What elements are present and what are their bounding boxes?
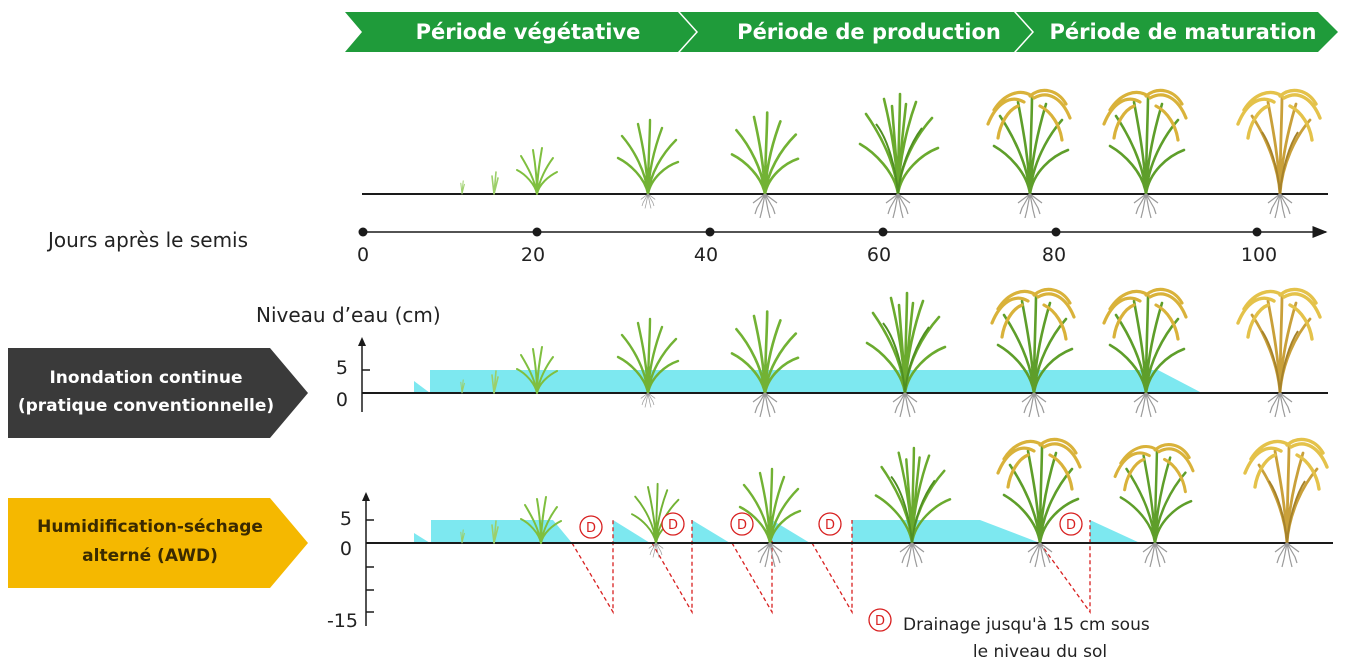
svg-text:D: D bbox=[875, 614, 885, 629]
awd-subtitle: alterné (AWD) bbox=[82, 546, 218, 566]
drain-marker: D bbox=[579, 515, 603, 539]
awd-water-small bbox=[414, 533, 430, 543]
ripening-plant-icon bbox=[1102, 287, 1188, 418]
timeline-tick-0: 0 bbox=[357, 244, 369, 266]
awd-water-1 bbox=[431, 520, 572, 543]
awd-water-3 bbox=[692, 520, 730, 543]
drain-marker: D bbox=[661, 512, 685, 536]
ripening-plant-icon bbox=[1102, 88, 1188, 219]
tillering-plant-icon bbox=[730, 111, 800, 219]
phase-maturation-arrow bbox=[1016, 12, 1338, 52]
legend-line-2: le niveau du sol bbox=[973, 642, 1107, 662]
timeline-dot bbox=[532, 227, 542, 237]
drainage-legend: D Drainage jusqu'à 15 cm sous le niveau … bbox=[868, 608, 1150, 662]
awd-water-6 bbox=[1090, 520, 1140, 543]
ripening-plant-icon bbox=[1113, 443, 1195, 568]
timeline: Jours après le semis 0 20 40 60 80 100 bbox=[46, 226, 1328, 266]
svg-text:D: D bbox=[586, 521, 596, 536]
awd-water-2 bbox=[613, 520, 650, 543]
phase-production-arrow bbox=[680, 12, 1032, 52]
tillering-plant-icon bbox=[730, 310, 800, 418]
drain-marker: D bbox=[1059, 512, 1083, 536]
phase-production-label: Période de production bbox=[737, 20, 1001, 44]
awd-water-5 bbox=[852, 520, 1040, 543]
timeline-tick-20: 20 bbox=[521, 244, 545, 266]
continuous-flooding-box bbox=[8, 348, 308, 438]
drain-marker: D bbox=[818, 512, 842, 536]
timeline-dot bbox=[705, 227, 715, 237]
timeline-tick-60: 60 bbox=[867, 244, 891, 266]
legend-line-1: Drainage jusqu'à 15 cm sous bbox=[903, 615, 1150, 635]
flowering-plant-icon bbox=[874, 446, 952, 568]
timeline-dot bbox=[878, 227, 888, 237]
flowering-plant-icon bbox=[858, 92, 940, 219]
timeline-tick-80: 80 bbox=[1042, 244, 1066, 266]
awd-title: Humidification-séchage bbox=[37, 517, 263, 537]
timeline-tick-100: 100 bbox=[1241, 244, 1277, 266]
seedling-icon bbox=[491, 171, 499, 195]
svg-text:D: D bbox=[1066, 518, 1076, 533]
timeline-label: Jours après le semis bbox=[46, 228, 248, 252]
tillering-plant-icon bbox=[616, 317, 680, 408]
awd-water-4 bbox=[772, 520, 810, 543]
continuous-water-small bbox=[414, 381, 430, 393]
phase-vegetative-arrow bbox=[345, 12, 696, 52]
mature-plant-icon bbox=[1243, 437, 1329, 568]
awd-y-axis-arrow bbox=[362, 492, 370, 501]
awd-row: Humidification-séchage alterné (AWD) 5 0… bbox=[8, 437, 1333, 632]
legend-drain-marker: D bbox=[868, 608, 892, 632]
timeline-tick-40: 40 bbox=[694, 244, 718, 266]
mature-plant-icon bbox=[1236, 287, 1322, 418]
continuous-flooding-title: Inondation continue bbox=[49, 368, 242, 388]
phase-banner: Période végétative Période de production… bbox=[345, 12, 1338, 52]
svg-text:D: D bbox=[668, 518, 678, 533]
phase-vegetative-label: Période végétative bbox=[416, 20, 641, 44]
awd-box bbox=[8, 498, 308, 588]
continuous-tick-0: 0 bbox=[336, 389, 348, 411]
timeline-dot bbox=[1252, 227, 1262, 237]
water-level-axis-label: Niveau d’eau (cm) bbox=[256, 303, 441, 327]
seedling-icon bbox=[460, 180, 465, 195]
mature-plant-icon bbox=[1236, 88, 1322, 219]
timeline-dot bbox=[1051, 227, 1061, 237]
continuous-flooding-subtitle: (pratique conventionnelle) bbox=[18, 396, 274, 416]
ripening-plant-icon bbox=[996, 437, 1082, 568]
svg-text:D: D bbox=[825, 518, 835, 533]
continuous-flooding-row: Inondation continue (pratique convention… bbox=[8, 287, 1328, 438]
young-plant-icon bbox=[516, 147, 558, 195]
continuous-tick-5: 5 bbox=[336, 357, 348, 379]
awd-tick-5: 5 bbox=[340, 508, 352, 530]
flowering-plant-icon bbox=[865, 291, 947, 418]
drain-marker: D bbox=[730, 512, 754, 536]
continuous-water-body bbox=[430, 370, 1202, 393]
ripening-plant-icon bbox=[990, 287, 1076, 418]
phase-maturation-label: Période de maturation bbox=[1050, 20, 1317, 44]
svg-text:D: D bbox=[737, 518, 747, 533]
awd-tick-minus15: -15 bbox=[327, 610, 358, 632]
awd-tick-0: 0 bbox=[340, 538, 352, 560]
tillering-plant-icon bbox=[616, 118, 680, 209]
ripening-plant-icon bbox=[986, 88, 1072, 219]
timeline-dot bbox=[358, 227, 368, 237]
growth-stage-row bbox=[362, 88, 1328, 219]
continuous-y-axis-arrow bbox=[358, 337, 366, 346]
